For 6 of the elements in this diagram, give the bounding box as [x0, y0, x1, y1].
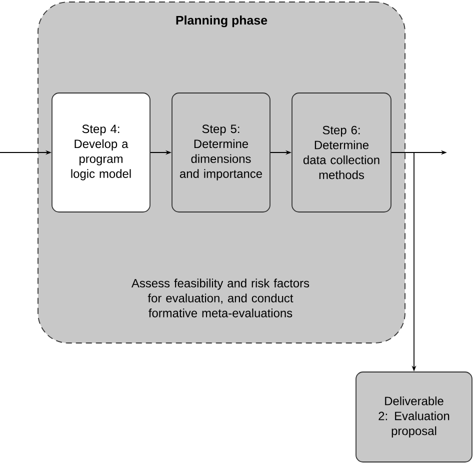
panel-title: Planning phase: [176, 16, 268, 28]
deliverable-box: Deliverable 2: Evaluation proposal: [356, 372, 472, 462]
step-box: Step 6: Determine data collection methods: [292, 92, 392, 212]
panel-note: Assess feasibility and risk factors for evaluation, and conduct formative meta-evaluations: [132, 278, 310, 318]
step-box: Step 4: Develop a program logic model: [52, 92, 150, 212]
step-box: Step 5: Determine dimensions and importance: [172, 92, 270, 212]
